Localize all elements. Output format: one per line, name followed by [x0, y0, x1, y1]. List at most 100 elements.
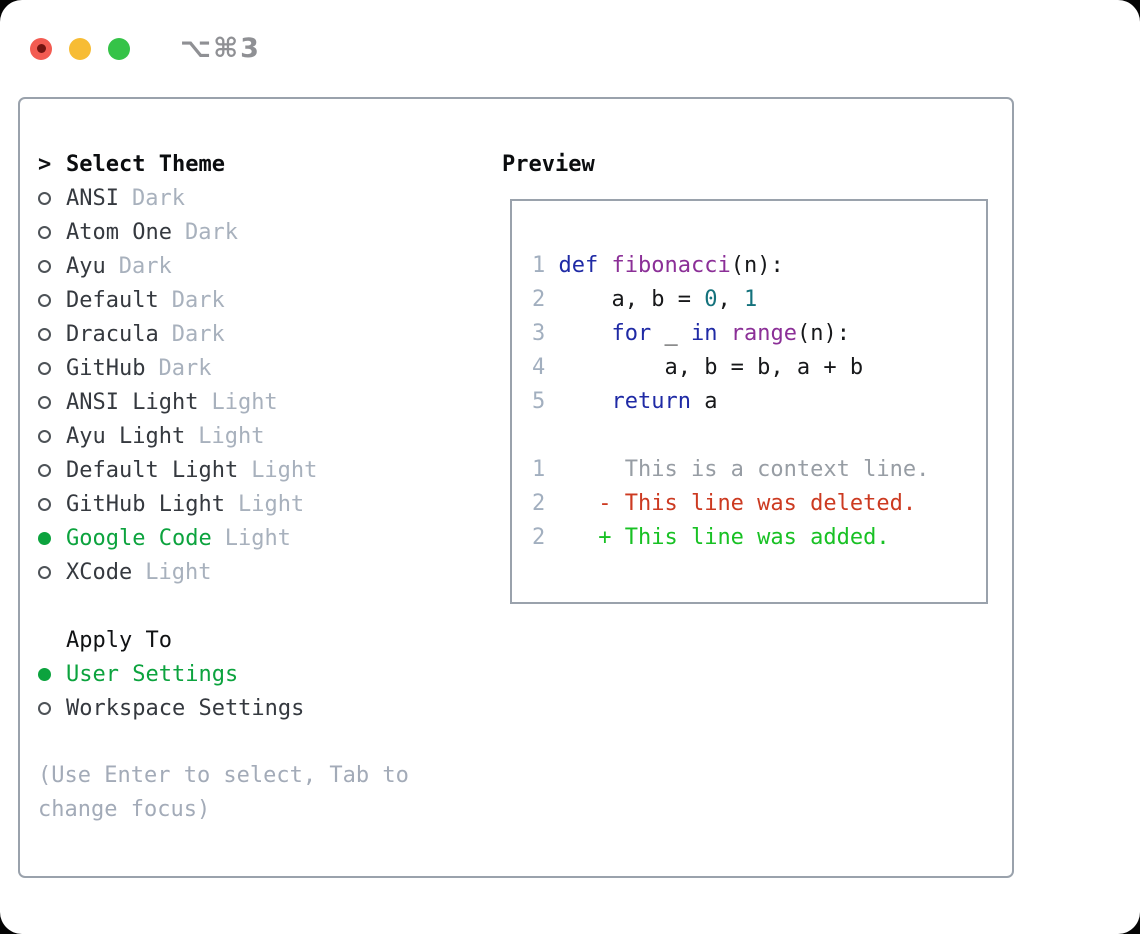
theme-item-label: Dracula	[66, 321, 159, 347]
radio-circle	[38, 463, 51, 477]
apply-option-label: User Settings	[66, 661, 239, 687]
radio-icon	[38, 327, 66, 341]
code-token: in	[690, 321, 718, 346]
radio-circle	[38, 395, 51, 409]
code-token: _	[651, 321, 691, 346]
theme-item-label: XCode	[66, 559, 133, 585]
focus-marker: >	[38, 152, 66, 177]
code-token: return	[611, 389, 691, 414]
code-line: 1 This is a context line.	[532, 453, 986, 487]
code-token: a	[690, 389, 718, 414]
theme-item[interactable]: Ayu Light Light	[38, 419, 482, 453]
code-line: 4 a, b = b, a + b	[532, 351, 986, 385]
radio-icon	[38, 225, 66, 239]
radio-circle	[38, 565, 51, 579]
code-line: 2 - This line was deleted.	[532, 487, 986, 521]
apply-option[interactable]: Workspace Settings	[38, 691, 482, 725]
apply-to-header: Apply To	[38, 623, 482, 657]
line-number: 2	[532, 287, 559, 312]
theme-item-tag: Dark	[131, 185, 185, 211]
select-theme-header: > Select Theme	[38, 147, 482, 181]
code-token: range	[730, 321, 797, 346]
theme-item-tag: Light	[145, 559, 212, 585]
apply-to-title: Apply To	[66, 627, 172, 653]
radio-icon	[38, 259, 66, 273]
code-token: def	[558, 253, 599, 278]
theme-item-tag: Dark	[158, 355, 212, 381]
code-line: 2 + This line was added.	[532, 521, 986, 555]
blank-line	[532, 419, 986, 453]
theme-item-tag: Light	[198, 423, 265, 449]
zoom-button[interactable]	[108, 37, 130, 60]
code-token	[559, 389, 612, 414]
apply-option-label: Workspace Settings	[66, 695, 305, 721]
titlebar: ⌥⌘3	[0, 0, 1140, 97]
line-number: 3	[532, 321, 559, 346]
diff-del-text: - This line was deleted.	[558, 491, 917, 516]
radio-selected-icon	[38, 667, 66, 681]
theme-item-label: Atom One	[66, 219, 172, 245]
theme-item-label: Google Code	[66, 525, 212, 551]
code-line: 3 for _ in range(n):	[532, 317, 986, 351]
theme-item-tag: Light	[251, 457, 318, 483]
apply-option[interactable]: User Settings	[38, 657, 482, 691]
code-line: 2 a, b = 0, 1	[532, 283, 986, 317]
theme-item-tag: Dark	[118, 253, 172, 279]
radio-circle	[38, 327, 51, 341]
minimize-button[interactable]	[69, 37, 91, 60]
radio-icon	[38, 361, 66, 375]
radio-circle	[38, 497, 51, 511]
spacer	[38, 589, 482, 623]
radio-circle	[38, 531, 51, 545]
radio-circle	[38, 667, 51, 681]
theme-item-tag: Light	[224, 525, 291, 551]
close-dot-icon	[36, 44, 46, 53]
theme-item[interactable]: ANSI Dark	[38, 181, 482, 215]
radio-circle	[38, 361, 51, 375]
radio-circle	[38, 225, 51, 239]
code-token: fibonacci	[611, 253, 731, 278]
code-token	[717, 321, 730, 346]
theme-item[interactable]: XCode Light	[38, 555, 482, 589]
close-button[interactable]	[30, 37, 52, 60]
line-number: 5	[532, 389, 559, 414]
theme-item-label: ANSI Light	[66, 389, 199, 415]
line-number: 2	[532, 525, 559, 550]
theme-item-tag: Dark	[171, 321, 225, 347]
preview-title: Preview	[502, 151, 595, 177]
theme-item-tag: Dark	[184, 219, 238, 245]
theme-item-label: Ayu Light	[66, 423, 186, 449]
theme-item[interactable]: Atom One Dark	[38, 215, 482, 249]
theme-item-label: GitHub	[66, 355, 146, 381]
theme-item[interactable]: Dracula Dark	[38, 317, 482, 351]
theme-item-label: Ayu	[66, 253, 106, 279]
theme-item-tag: Dark	[171, 287, 225, 313]
radio-icon	[38, 293, 66, 307]
radio-circle	[38, 429, 51, 443]
keyboard-hint: (Use Enter to select, Tab to change focu…	[38, 763, 409, 822]
theme-item[interactable]: Google Code Light	[38, 521, 482, 555]
diff-ctx-text: This is a context line.	[558, 457, 930, 482]
diff-add-text: + This line was added.	[558, 525, 890, 550]
theme-item[interactable]: Default Light Light	[38, 453, 482, 487]
line-number: 1	[532, 457, 559, 482]
select-theme-title: Select Theme	[66, 151, 225, 177]
theme-item-label: ANSI	[66, 185, 119, 211]
theme-item-label: GitHub Light	[66, 491, 225, 517]
theme-item[interactable]: GitHub Dark	[38, 351, 482, 385]
radio-icon	[38, 395, 66, 409]
radio-circle	[38, 191, 51, 205]
radio-circle	[38, 259, 51, 273]
theme-item-label: Default Light	[66, 457, 239, 483]
theme-item[interactable]: Ayu Dark	[38, 249, 482, 283]
window-shortcut-title: ⌥⌘3	[180, 33, 261, 64]
radio-icon	[38, 191, 66, 205]
